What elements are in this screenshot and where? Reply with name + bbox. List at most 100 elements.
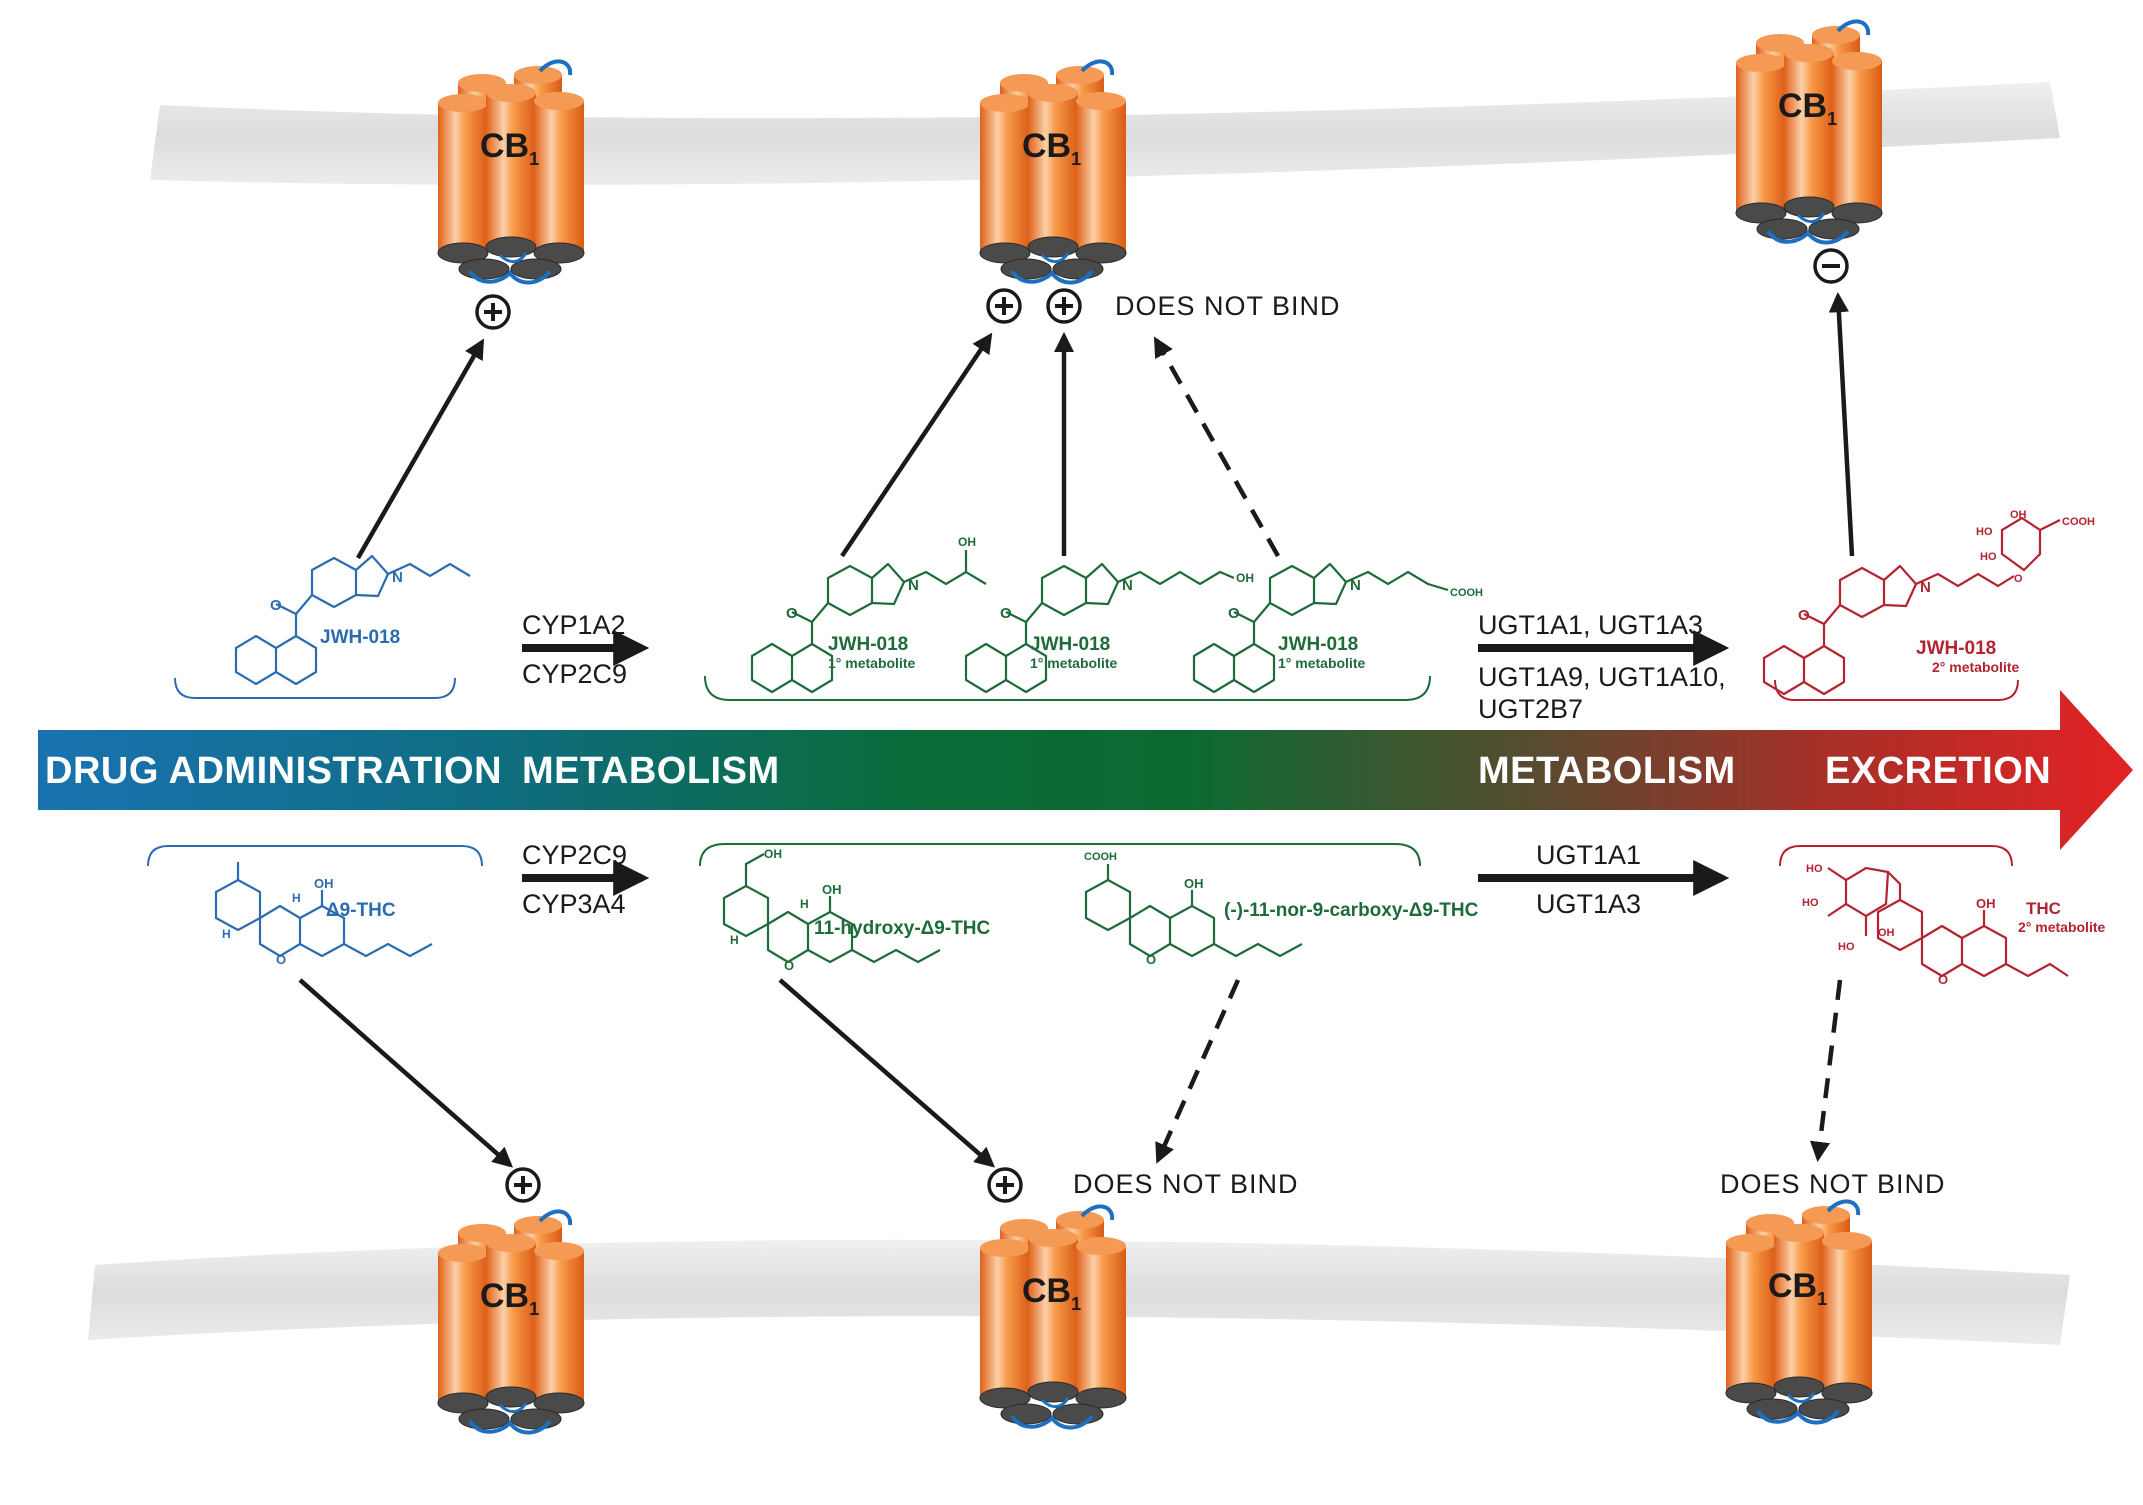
stage-drug-administration: DRUG ADMINISTRATION xyxy=(45,750,502,792)
bracket-thc-phase1 xyxy=(699,843,1421,867)
binding-arrow-jwh-phase2 xyxy=(1828,291,1855,557)
svg-text:HO: HO xyxy=(1802,897,1819,909)
cb1-receptor-bottom-3: CB1 xyxy=(1724,1199,1874,1425)
enzyme-ugt-top-1: UGT1A1, UGT1A3 xyxy=(1478,610,1703,640)
bracket-jwh-phase1 xyxy=(704,675,1431,701)
binding-arrow-thc-met2 xyxy=(1155,979,1241,1164)
svg-text:HO: HO xyxy=(1838,941,1855,953)
svg-text:N: N xyxy=(1920,579,1931,596)
enzyme-ugt-top-3: UGT2B7 xyxy=(1478,694,1583,724)
does-not-bind-top: DOES NOT BIND xyxy=(1115,291,1341,321)
svg-text:N: N xyxy=(1122,577,1133,594)
agonist-symbol-top-1 xyxy=(475,294,511,330)
binding-arrow-thc-parent xyxy=(298,978,514,1168)
bracket-thc-phase2 xyxy=(1779,845,2013,867)
cb1-receptor-top-3: CB1 xyxy=(1734,19,1884,245)
enzyme-ugt1a1-bottom: UGT1A1 xyxy=(1536,840,1641,870)
svg-text:OH: OH xyxy=(822,882,842,897)
stage-metabolism-2: METABOLISM xyxy=(1478,750,1736,792)
svg-text:O: O xyxy=(1228,605,1240,622)
binding-arrow-jwh-met1 xyxy=(840,332,993,558)
thc-parent-label: Δ9-THC xyxy=(326,900,396,921)
timeline-arrow xyxy=(38,690,2133,850)
svg-text:1° metabolite: 1° metabolite xyxy=(1278,655,1366,671)
svg-text:HO: HO xyxy=(1806,863,1823,875)
svg-text:O: O xyxy=(1938,972,1948,987)
binding-arrow-jwh-parent xyxy=(356,338,485,560)
jwh018-glucuronide-label: JWH-018 xyxy=(1916,638,1996,659)
binding-arrow-thc-met1 xyxy=(778,978,996,1168)
binding-arrow-jwh-met3 xyxy=(1154,336,1280,558)
svg-text:OH: OH xyxy=(1878,927,1895,939)
svg-text:OH: OH xyxy=(764,847,782,861)
stage-metabolism-1: METABOLISM xyxy=(522,750,780,792)
jwh018-parent-label: JWH-018 xyxy=(320,627,400,648)
svg-text:1° metabolite: 1° metabolite xyxy=(1030,655,1118,671)
antagonist-symbol-top xyxy=(1813,248,1849,284)
svg-text:HO: HO xyxy=(1980,551,1997,563)
svg-text:O: O xyxy=(784,958,794,973)
stage-excretion: EXCRETION xyxy=(1825,750,2051,792)
cb1-receptor-bottom-1: CB1 xyxy=(436,1209,586,1435)
does-not-bind-bottom-1: DOES NOT BIND xyxy=(1073,1169,1299,1199)
svg-text:O: O xyxy=(1798,607,1810,624)
svg-text:OH: OH xyxy=(1236,571,1254,585)
svg-text:H: H xyxy=(292,891,301,905)
bracket-thc-parent xyxy=(147,845,483,867)
svg-text:N: N xyxy=(392,569,403,586)
11-hydroxy-thc-label: 11-hydroxy-Δ9-THC xyxy=(814,918,991,939)
svg-text:2° metabolite: 2° metabolite xyxy=(2018,919,2106,935)
svg-text:H: H xyxy=(730,933,739,947)
molecule-thc-glucuronide: HO HO HO OH O OH THC 2° metabolite xyxy=(1802,863,2106,987)
enzyme-cyp2c9-bottom: CYP2C9 xyxy=(522,840,627,870)
cb1-receptor-top-1: CB1 xyxy=(436,59,586,285)
svg-text:OH: OH xyxy=(958,535,976,549)
svg-text:OH: OH xyxy=(2010,509,2027,521)
molecule-jwh018-met2: N O OH JWH-018 1° metabolite xyxy=(964,562,1254,694)
svg-text:1° metabolite: 1° metabolite xyxy=(828,655,916,671)
svg-text:OH: OH xyxy=(1976,896,1996,911)
svg-text:OH: OH xyxy=(314,876,334,891)
svg-text:OH: OH xyxy=(1184,876,1204,891)
molecule-jwh018-glucuronide: N O O HO HO COOH OH JWH-018 2° metabolit… xyxy=(1762,509,2095,696)
molecule-jwh018-parent: N O JWH-018 xyxy=(234,554,471,686)
molecule-thc-parent: O OH H H Δ9-THC xyxy=(214,862,433,967)
enzyme-ugt-top-2: UGT1A9, UGT1A10, xyxy=(1478,662,1726,692)
svg-text:COOH: COOH xyxy=(1084,851,1117,863)
agonist-symbol-bottom-2 xyxy=(987,1167,1023,1203)
carboxy-thc-label: (-)-11-nor-9-carboxy-Δ9-THC xyxy=(1224,900,1479,921)
enzyme-ugt1a3-bottom: UGT1A3 xyxy=(1536,889,1641,919)
svg-text:N: N xyxy=(908,577,919,594)
svg-text:HO: HO xyxy=(1976,526,1993,538)
svg-text:O: O xyxy=(270,597,282,614)
cb1-receptor-top-2: CB1 xyxy=(978,59,1128,285)
enzyme-cyp3a4: CYP3A4 xyxy=(522,889,626,919)
svg-text:H: H xyxy=(800,897,809,911)
agonist-symbol-top-2 xyxy=(986,288,1022,324)
thc-glucuronide-label: THC xyxy=(2026,899,2061,918)
molecule-carboxy-thc: COOH O OH (-)-11-nor-9-carboxy-Δ9-THC xyxy=(1084,851,1479,967)
jwh018-met1-label: JWH-018 xyxy=(828,634,908,655)
svg-text:2° metabolite: 2° metabolite xyxy=(1932,659,2020,675)
svg-text:O: O xyxy=(276,952,286,967)
jwh018-met3-label: JWH-018 xyxy=(1278,634,1358,655)
molecule-jwh018-met3: N O COOH JWH-018 1° metabolite xyxy=(1192,562,1483,694)
svg-text:H: H xyxy=(222,927,231,941)
enzyme-cyp2c9-top: CYP2C9 xyxy=(522,659,627,689)
molecule-11-hydroxy-thc: OH O OH H H 11-hydroxy-Δ9-THC xyxy=(722,847,991,973)
bracket-jwh-phase2 xyxy=(1774,679,2019,701)
svg-text:O: O xyxy=(786,605,798,622)
svg-text:N: N xyxy=(1350,577,1361,594)
enzyme-cyp1a2: CYP1A2 xyxy=(522,610,626,640)
bracket-jwh-parent xyxy=(174,677,456,699)
molecule-jwh018-met1: N O OH JWH-018 1° metabolite xyxy=(750,535,987,694)
svg-text:COOH: COOH xyxy=(2062,516,2095,528)
svg-text:O: O xyxy=(2014,573,2023,585)
does-not-bind-bottom-2: DOES NOT BIND xyxy=(1720,1169,1946,1199)
svg-text:O: O xyxy=(1146,952,1156,967)
cb1-receptor-bottom-2: CB1 xyxy=(978,1204,1128,1430)
agonist-symbol-top-3 xyxy=(1046,288,1082,324)
svg-text:O: O xyxy=(1000,605,1012,622)
binding-arrow-thc-phase2 xyxy=(1809,979,1843,1163)
